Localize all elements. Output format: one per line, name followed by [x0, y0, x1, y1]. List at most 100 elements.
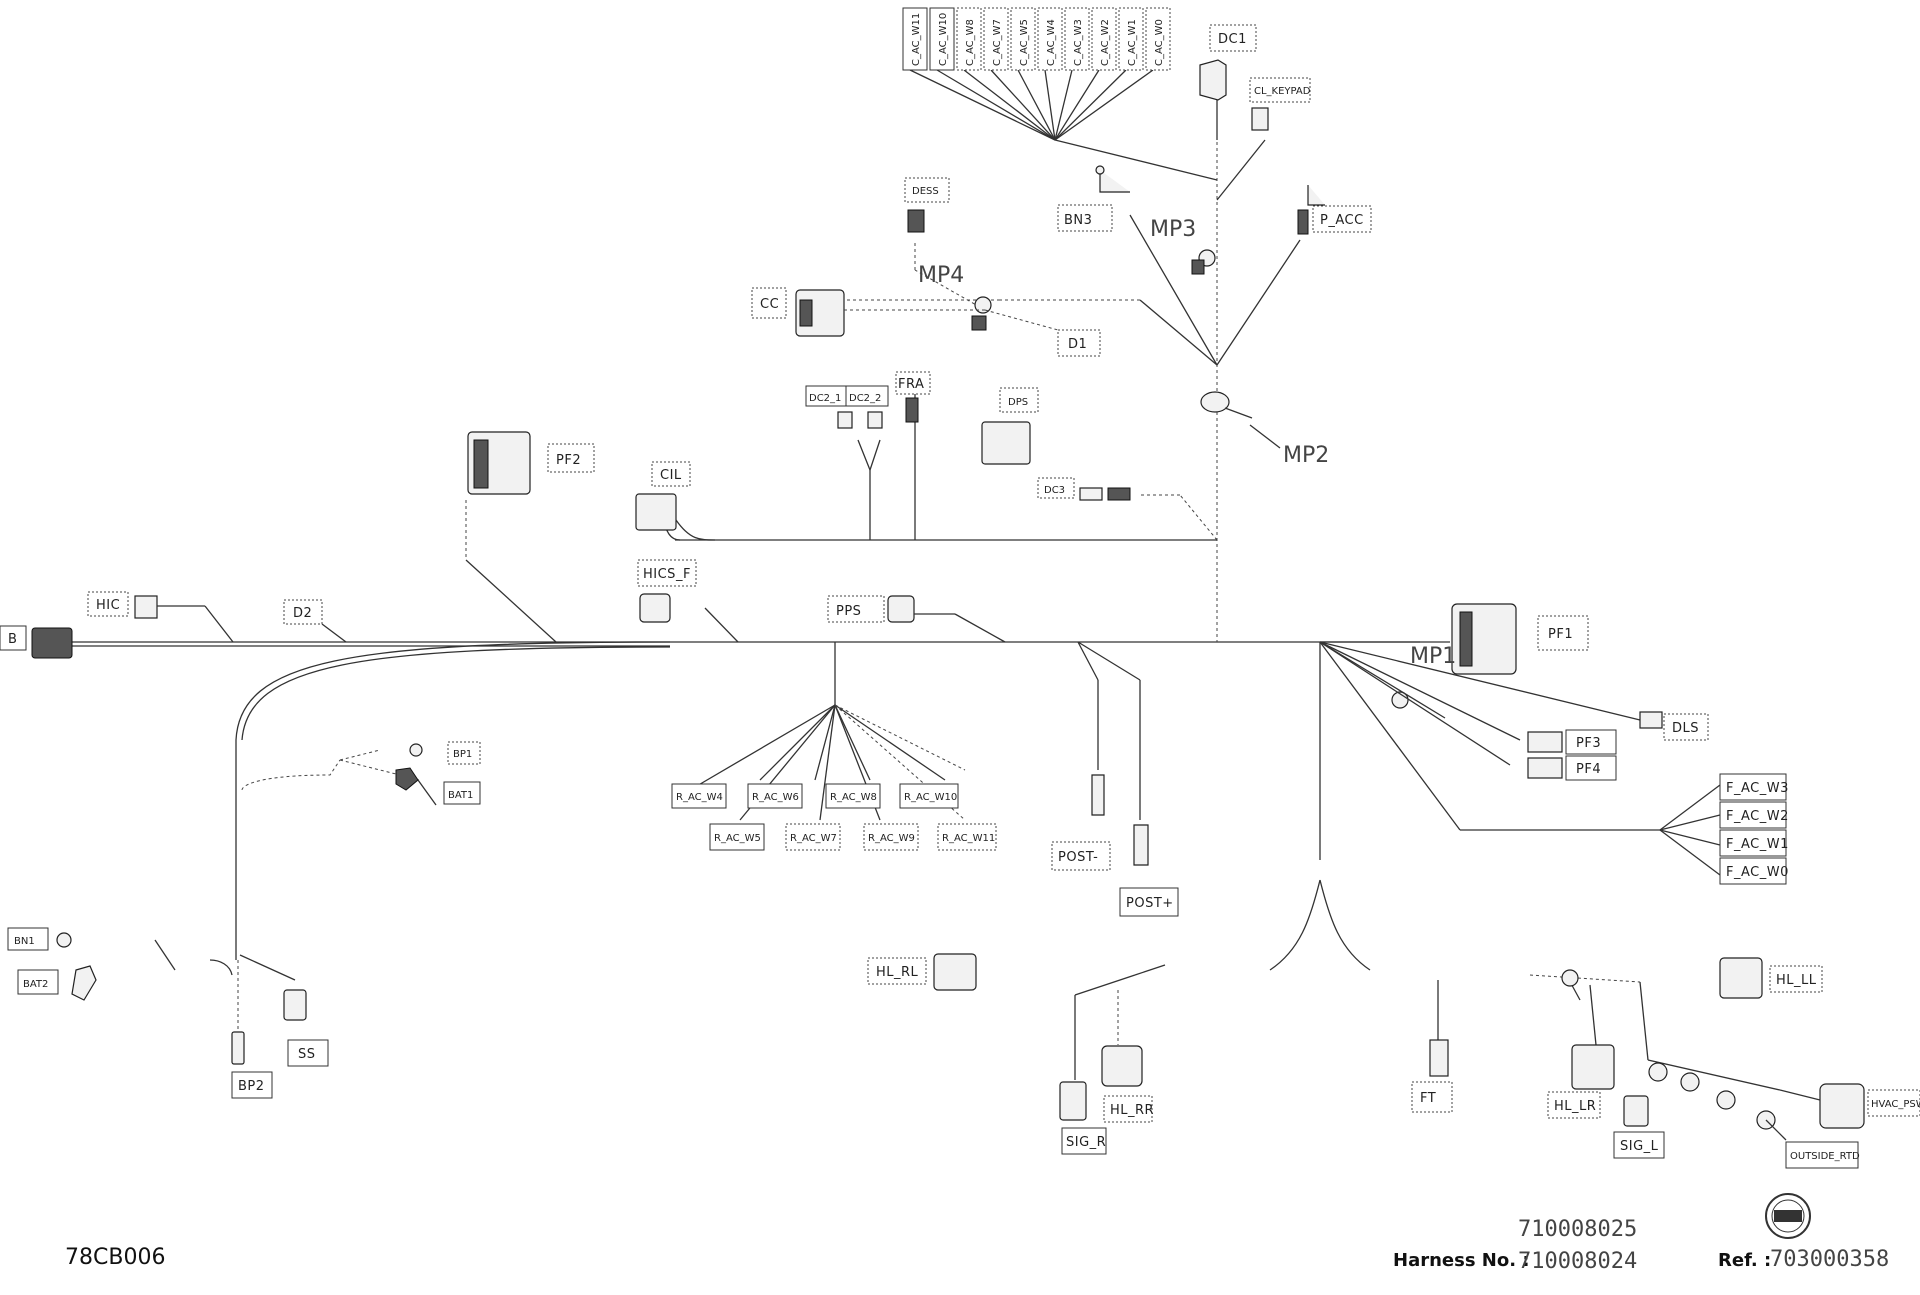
- label-p-acc: P_ACC: [1320, 213, 1364, 228]
- right-fan: [1319, 641, 1721, 876]
- hl-ll-group: HL_LL: [1719, 957, 1823, 999]
- label-mp4: MP4: [918, 263, 964, 288]
- label-hl-ll: HL_LL: [1776, 973, 1817, 988]
- label-outside-rtd: OUTSIDE_RTD: [1790, 1151, 1860, 1162]
- hl-rr-connector: [1101, 1045, 1143, 1087]
- top-connector-box: [929, 7, 955, 71]
- dps-connector: [981, 421, 1031, 465]
- bn3-group: BN3: [1057, 165, 1130, 232]
- wire-clip: [1680, 1072, 1700, 1092]
- hic-connector: [134, 595, 158, 619]
- label-hl-rr: HL_RR: [1110, 1103, 1154, 1118]
- bat2-terminal: [71, 965, 97, 1001]
- front-ac-connectors: F_AC_W3 F_AC_W2 F_AC_W1 F_AC_W0: [1719, 773, 1789, 885]
- top-connector-box: [1091, 7, 1117, 71]
- bp2-terminal: [231, 1031, 245, 1065]
- label-bn1: BN1: [14, 936, 35, 947]
- top-connector-box: [956, 7, 982, 71]
- label-pf3: PF3: [1576, 736, 1601, 751]
- front-connector-label: F_AC_W3: [1726, 781, 1789, 796]
- label-fra: FRA: [898, 377, 924, 392]
- p-acc-terminal: [1307, 185, 1325, 206]
- bottom-fork: [1269, 642, 1371, 971]
- label-bat1: BAT1: [448, 790, 473, 801]
- post-group: POST- POST+: [1051, 641, 1179, 917]
- label-dc3: DC3: [1044, 485, 1065, 496]
- wire-clip: [1716, 1090, 1736, 1110]
- label-d2: D2: [293, 606, 312, 621]
- front-connector-label: F_AC_W1: [1726, 837, 1789, 852]
- top-connector-box: [1118, 7, 1144, 71]
- dc2-1-connector: [837, 411, 853, 429]
- hl-rl-group: HL_RL: [867, 953, 977, 991]
- pps-connector: [887, 595, 915, 623]
- front-connector-label: F_AC_W2: [1726, 809, 1789, 824]
- top-connector-label: C_AC_W0: [1154, 19, 1165, 66]
- top-connector-box: [1145, 7, 1171, 71]
- cil-connector: [635, 493, 677, 531]
- label-ss: SS: [298, 1047, 316, 1062]
- bn1-terminal: [56, 932, 72, 948]
- top-connector-box: [902, 7, 928, 71]
- harness-number-label: Harness No. :: [1393, 1250, 1530, 1271]
- dc3-group: DC3: [1037, 477, 1131, 501]
- center-spine: [664, 100, 1301, 642]
- label-dc2-1: DC2_1: [809, 393, 841, 404]
- harness-number: 710008024: [1518, 1249, 1638, 1274]
- left-trunk-group: HIC B D2: [0, 591, 347, 659]
- dls-pf3-pf4-group: DLS PF3 PF4: [1527, 711, 1709, 781]
- harness-number: 710008025: [1518, 1217, 1638, 1242]
- label-mp3: MP3: [1150, 217, 1196, 242]
- dls-connector: [1639, 711, 1663, 729]
- top-connector-label: C_AC_W5: [1019, 19, 1030, 66]
- rear-connector-label: R_AC_W10: [904, 792, 957, 803]
- hics-f-connector: [639, 593, 671, 623]
- post-plus-terminal: [1133, 824, 1149, 866]
- left-rear-lamp-group: HL_LR SIG_L HVAC_PSWT OUTSIDE_RTD: [1529, 969, 1920, 1169]
- top-connector-box: [1064, 7, 1090, 71]
- top-connector-label: C_AC_W2: [1100, 19, 1111, 66]
- pf3-connector: [1527, 731, 1563, 753]
- label-hic: HIC: [96, 598, 120, 613]
- top-connector-box: [983, 7, 1009, 71]
- cil-group: CIL: [635, 461, 716, 541]
- top-connector-label: C_AC_W4: [1046, 19, 1057, 66]
- label-cil: CIL: [660, 468, 682, 483]
- cc-group: CC: [751, 287, 985, 337]
- dc2-2-connector: [867, 411, 883, 429]
- hvac-pswt-connector: [1819, 1083, 1865, 1129]
- top-connector-fan: [909, 69, 1218, 181]
- label-hvac-pswt: HVAC_PSWT: [1871, 1099, 1920, 1110]
- hl-lr-clip: [1561, 969, 1579, 987]
- mp2-clip: [1200, 391, 1230, 413]
- label-mp2: MP2: [1283, 443, 1329, 468]
- mp4-clip: [974, 296, 992, 314]
- top-connector-label: C_AC_W1: [1127, 19, 1138, 66]
- dc2-fra-dps-group: DC2_1 DC2_2 FRA DPS: [805, 371, 1039, 465]
- hl-lr-connector: [1571, 1044, 1615, 1090]
- label-pps: PPS: [836, 604, 861, 619]
- top-connector-box: [1037, 7, 1063, 71]
- sig-l-connector: [1623, 1095, 1649, 1127]
- main-trunk: [68, 641, 1420, 647]
- pf1-group: PF1 MP1: [1320, 603, 1589, 709]
- label-pf4: PF4: [1576, 762, 1601, 777]
- front-connector-label: F_AC_W0: [1726, 865, 1789, 880]
- d1-group: D1: [984, 309, 1101, 357]
- bn3-terminal: [1099, 170, 1130, 193]
- label-dc1: DC1: [1218, 32, 1247, 47]
- cl-keypad-connector: [1251, 107, 1269, 131]
- rear-ac-connectors: R_AC_W4 R_AC_W6 R_AC_W8 R_AC_W10 R_AC_W5…: [671, 783, 997, 851]
- dc1-connector: [1199, 59, 1227, 101]
- pps-group: PPS: [827, 595, 1006, 643]
- mp4-group: MP4: [918, 263, 992, 331]
- rear-connector-label: R_AC_W11: [942, 833, 995, 844]
- dess-group: DESS: [904, 177, 950, 233]
- label-ft: FT: [1420, 1091, 1436, 1106]
- label-bn3: BN3: [1064, 213, 1092, 228]
- top-connector-boxes: C_AC_W11 C_AC_W10 C_AC_W8 C_AC_W7 C_AC_W…: [902, 7, 1171, 71]
- label-dps: DPS: [1008, 397, 1028, 408]
- hl-ll-connector: [1719, 957, 1763, 999]
- label-sig-l: SIG_L: [1620, 1139, 1659, 1154]
- wire-clip: [1648, 1062, 1668, 1082]
